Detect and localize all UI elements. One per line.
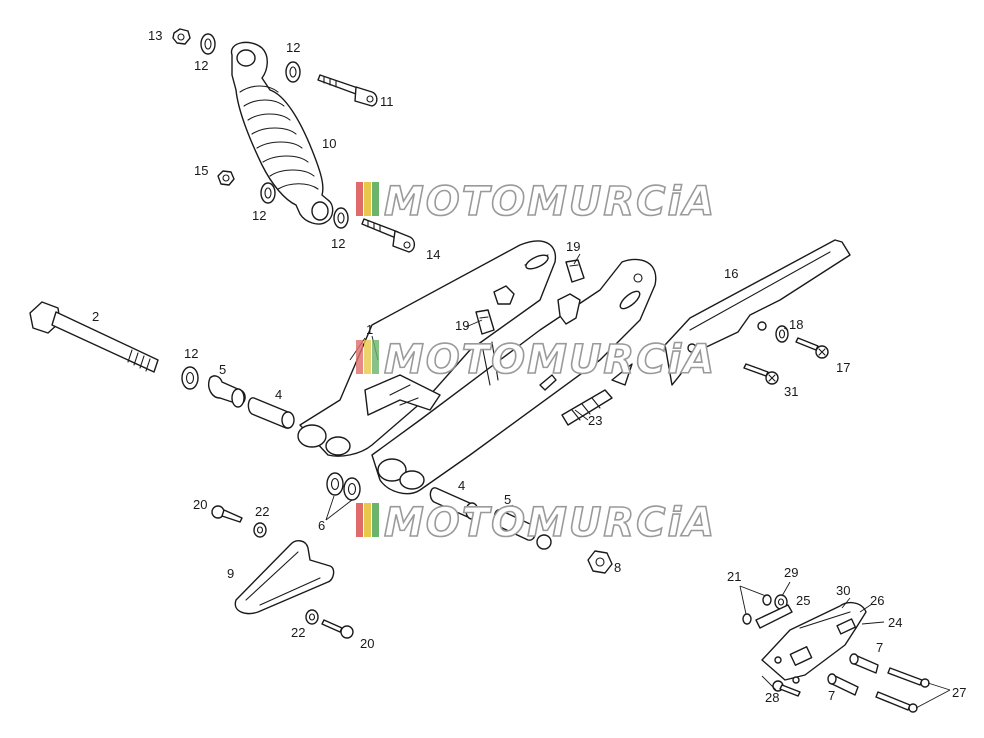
bolt-27-b xyxy=(875,691,918,713)
callout-22-b: 22 xyxy=(291,625,305,640)
callout-11: 11 xyxy=(380,94,394,109)
washer-22-b-hole xyxy=(308,613,316,621)
axle-bolt xyxy=(29,301,159,373)
washer-12-c xyxy=(260,182,276,204)
callout-4-a: 4 xyxy=(275,387,282,402)
callout-15: 15 xyxy=(194,163,208,178)
washer-6-a-hole xyxy=(330,477,340,491)
callout-14: 14 xyxy=(426,247,440,262)
washer-22-a-hole xyxy=(256,526,264,534)
callout-4-b: 4 xyxy=(458,478,465,493)
bushing-5-a xyxy=(208,375,246,408)
callout-6: 6 xyxy=(318,518,325,533)
callout-13: 13 xyxy=(148,28,162,43)
callout-24: 24 xyxy=(888,615,902,630)
callout-27: 27 xyxy=(952,685,966,700)
nut-15 xyxy=(217,170,235,186)
watermark-text: MOTOMURCiA xyxy=(384,337,716,383)
callout-23: 23 xyxy=(588,413,602,428)
callout-9: 9 xyxy=(227,566,234,581)
washer-6-b-hole xyxy=(347,482,357,496)
tensioner-plate xyxy=(761,601,867,684)
callout-labels: 13 12 12 11 10 15 12 12 14 19 19 2 1 12 … xyxy=(92,28,966,705)
nut-8 xyxy=(587,550,613,574)
bolt-11 xyxy=(317,74,378,107)
callout-2: 2 xyxy=(92,309,99,324)
callout-22-a: 22 xyxy=(255,504,269,519)
callout-25: 25 xyxy=(796,593,810,608)
washer-12-d-hole xyxy=(337,212,345,224)
washer-22-b xyxy=(305,609,319,625)
washer-6-a xyxy=(326,472,344,496)
spacer-4-b xyxy=(429,487,479,520)
callout-20-a: 20 xyxy=(193,497,207,512)
washer-18 xyxy=(775,325,789,343)
callout-5-b: 5 xyxy=(504,492,511,507)
screw-20-b xyxy=(321,619,354,639)
callout-26: 26 xyxy=(870,593,884,608)
callout-12-c: 12 xyxy=(252,208,266,223)
screw-28 xyxy=(772,680,801,697)
spacer-25 xyxy=(755,604,793,629)
callout-12-a: 12 xyxy=(194,58,208,73)
washer-29-hole xyxy=(777,598,785,606)
chain-guide-23 xyxy=(539,363,633,426)
callout-16: 16 xyxy=(724,266,738,281)
washer-12-d xyxy=(333,207,349,229)
callout-29: 29 xyxy=(784,565,798,580)
callout-19-a: 19 xyxy=(566,239,580,254)
washer-21-b xyxy=(762,594,772,606)
callout-31: 31 xyxy=(784,384,798,399)
watermark-top: MOTOMURCiA xyxy=(356,178,716,226)
callout-17: 17 xyxy=(836,360,850,375)
watermark-text: MOTOMURCiA xyxy=(384,179,716,225)
spacer-4-a xyxy=(247,397,295,429)
clip-19-a xyxy=(565,259,585,283)
callout-19-b: 19 xyxy=(455,318,469,333)
bushing-5-b xyxy=(493,509,552,550)
swingarm xyxy=(297,240,657,495)
chain-guard xyxy=(664,239,851,386)
washer-12-a-hole xyxy=(204,38,212,50)
washer-22-a xyxy=(253,522,267,538)
pin-7-b xyxy=(827,673,859,696)
screw-31 xyxy=(743,363,779,385)
watermark-text: MOTOMURCiA xyxy=(384,500,716,546)
watermark-bottom: MOTOMURCiA xyxy=(356,499,716,547)
clip-19-b xyxy=(475,309,495,335)
screw-17 xyxy=(795,337,829,359)
shock-absorber xyxy=(230,41,334,225)
callout-7-b: 7 xyxy=(828,688,835,703)
callout-30: 30 xyxy=(836,583,850,598)
callout-28: 28 xyxy=(765,690,779,705)
callout-12-b: 12 xyxy=(286,40,300,55)
washer-18-hole xyxy=(778,329,786,339)
screw-20-a xyxy=(211,505,243,523)
chain-slider-9 xyxy=(234,540,335,615)
callout-10: 10 xyxy=(322,136,336,151)
washer-12-b xyxy=(285,61,301,83)
washer-12-c-hole xyxy=(264,187,272,199)
bolt-27-a xyxy=(887,667,930,688)
callout-12-e: 12 xyxy=(184,346,198,361)
callout-5-a: 5 xyxy=(219,362,226,377)
washer-12-e xyxy=(181,366,199,390)
watermark-middle: MOTOMURCiA xyxy=(356,336,716,384)
washer-12-b-hole xyxy=(289,66,297,78)
callout-21: 21 xyxy=(727,569,741,584)
callout-20-b: 20 xyxy=(360,636,374,651)
pin-7-a xyxy=(849,653,879,674)
bolt-14 xyxy=(361,218,416,253)
callout-18: 18 xyxy=(789,317,803,332)
washer-6-b xyxy=(343,477,361,501)
callout-7-a: 7 xyxy=(876,640,883,655)
washer-12-e-hole xyxy=(185,371,195,385)
washer-21 xyxy=(742,613,752,625)
callout-8: 8 xyxy=(614,560,621,575)
nut-13 xyxy=(172,28,191,45)
callout-12-d: 12 xyxy=(331,236,345,251)
washer-12-a xyxy=(200,33,216,55)
callout-1: 1 xyxy=(366,322,373,337)
